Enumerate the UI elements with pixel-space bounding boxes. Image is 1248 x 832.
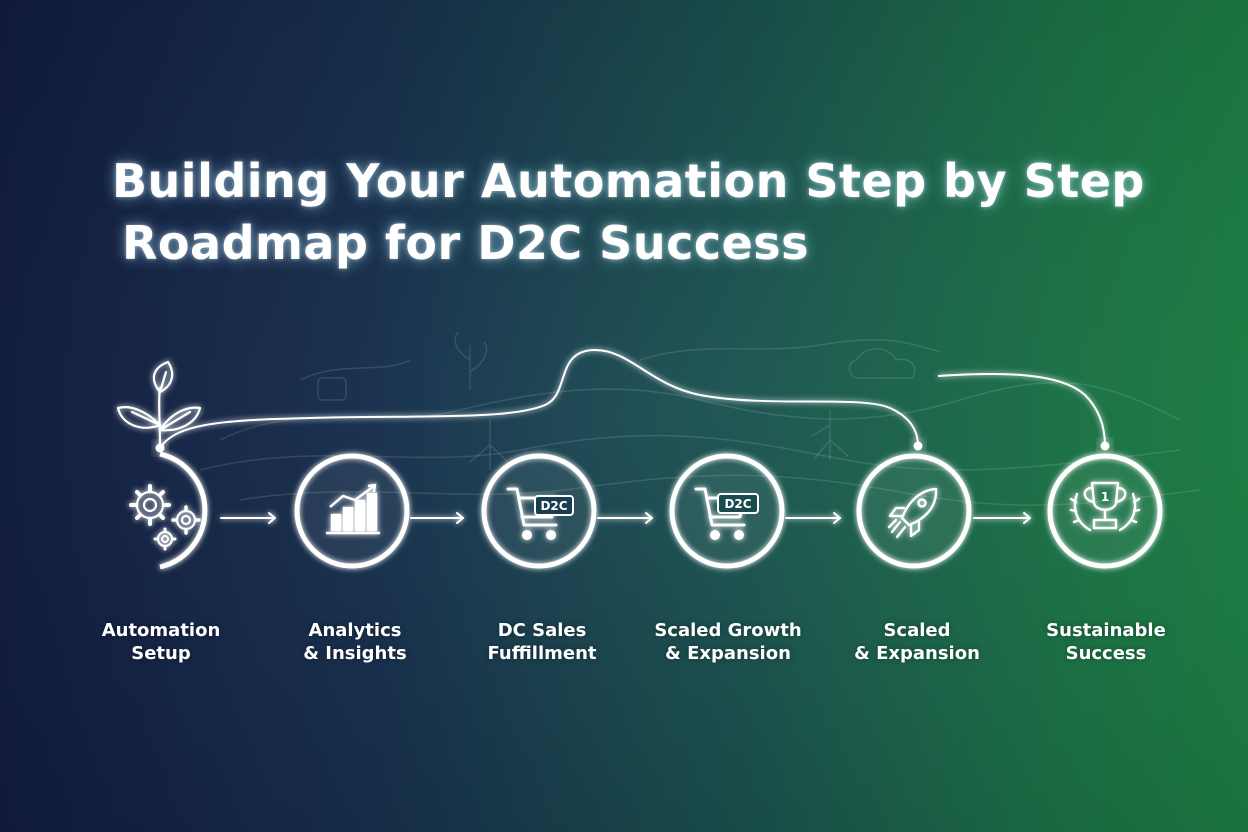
d2c-badge: D2C	[534, 495, 574, 516]
arrow-icon	[785, 512, 841, 524]
trophy-icon	[1069, 481, 1141, 532]
page-title: Building Your Automation Step by Step Ro…	[112, 150, 1145, 274]
svg-text:D2C: D2C	[724, 497, 751, 511]
step-node-3: D2C	[481, 453, 597, 569]
step-node-4: D2C	[669, 453, 785, 569]
arrow-icon	[973, 512, 1031, 524]
step-label-5-line-2: & Expansion	[854, 643, 980, 664]
step-label-3-line-1: DC Sales	[497, 620, 587, 641]
connector-arrows	[220, 512, 1031, 524]
junction-dot	[913, 441, 923, 451]
title-line-2: Roadmap for D2C Success	[122, 216, 810, 270]
step-label-1-line-2: Setup	[131, 643, 191, 664]
trophy-rank: 1	[1101, 490, 1109, 504]
step-label-5-line-1: Scaled	[883, 620, 951, 641]
bar-chart-icon	[326, 483, 380, 535]
roadmap-final-curve	[937, 372, 1106, 447]
step-label-1: Automation Setup	[61, 619, 261, 665]
junction-dot	[155, 443, 165, 453]
step-node-5	[856, 453, 972, 569]
step-label-6-line-2: Success	[1065, 643, 1147, 664]
step-label-3-line-2: Fuffillment	[487, 643, 597, 664]
step-label-4: Scaled Growth & Expansion	[628, 619, 828, 665]
arrow-icon	[597, 512, 653, 524]
d2c-badge: D2C	[717, 493, 759, 514]
step-label-3: DC Sales Fuffillment	[442, 619, 642, 665]
arrow-icon	[220, 512, 276, 524]
step-label-2-line-1: Analytics	[308, 620, 402, 641]
step-label-6: Sustainable Success	[1006, 619, 1206, 665]
roadmap-upper-curve	[159, 348, 919, 449]
gears-icon	[129, 484, 201, 551]
arrow-icon	[410, 512, 464, 524]
step-node-1-arc	[159, 451, 208, 570]
junction-dot	[1100, 441, 1110, 451]
step-node-1	[129, 451, 208, 570]
step-label-5: Scaled & Expansion	[817, 619, 1017, 665]
step-label-6-line-1: Sustainable	[1046, 620, 1166, 641]
svg-text:D2C: D2C	[540, 499, 567, 513]
sprout-icon	[116, 360, 202, 450]
step-label-2: Analytics & Insights	[255, 619, 455, 665]
step-label-1-line-1: Automation	[101, 620, 221, 641]
step-label-2-line-2: & Insights	[303, 643, 407, 664]
step-label-4-line-1: Scaled Growth	[654, 620, 802, 641]
step-label-4-line-2: & Expansion	[665, 643, 791, 664]
rocket-icon	[887, 487, 938, 539]
step-node-6: 1	[1047, 453, 1163, 569]
step-node-2	[294, 453, 410, 569]
title-line-1: Building Your Automation Step by Step	[112, 154, 1145, 208]
